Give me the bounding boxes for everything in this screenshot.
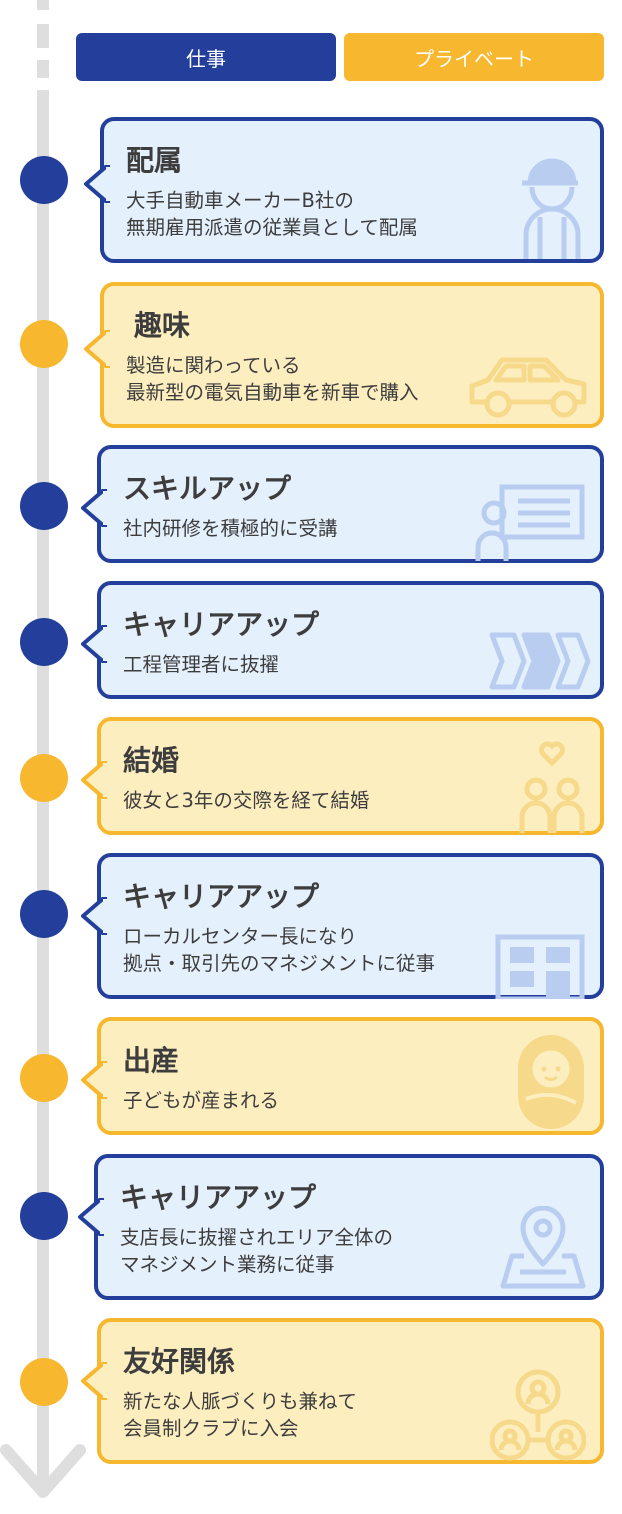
card-pointer bbox=[81, 489, 111, 527]
timeline-dot-work bbox=[20, 890, 68, 938]
timeline-dash bbox=[37, 24, 49, 48]
event-title: キャリアアップ bbox=[120, 1181, 317, 1214]
car-icon bbox=[469, 357, 587, 418]
timeline-arrow-icon bbox=[0, 1444, 86, 1498]
event-card-skill-up: スキルアップ 社内研修を積極的に受講 bbox=[81, 445, 604, 563]
timeline-dot-work bbox=[20, 618, 68, 666]
event-description: 子どもが産まれる bbox=[123, 1089, 280, 1112]
map-pin-icon bbox=[500, 1206, 586, 1289]
card-pointer bbox=[84, 165, 114, 203]
card-pointer bbox=[81, 625, 111, 663]
event-title: 趣味 bbox=[134, 309, 191, 342]
event-card-career-up-1: キャリアアップ 工程管理者に抜擢 bbox=[81, 581, 604, 699]
timeline-dash bbox=[37, 0, 49, 10]
timeline-dot-work bbox=[20, 1192, 68, 1240]
event-card-birth: 出産 子どもが産まれる bbox=[81, 1017, 604, 1135]
card-pointer bbox=[81, 1061, 111, 1099]
event-title: 友好関係 bbox=[123, 1345, 236, 1378]
card-pointer bbox=[81, 761, 111, 799]
network-people-icon bbox=[490, 1369, 586, 1461]
event-description: 大手自動車メーカーB社の 無期雇用派遣の従業員として配属 bbox=[126, 189, 418, 239]
event-description: ローカルセンター長になり 拠点・取引先のマネジメントに従事 bbox=[123, 925, 436, 975]
event-title: キャリアアップ bbox=[123, 880, 320, 913]
timeline-dot-work bbox=[20, 156, 68, 204]
timeline-dot-private bbox=[20, 1358, 68, 1406]
event-card-hobby: 趣味 製造に関わっている 最新型の電気自動車を新車で購入 bbox=[84, 282, 604, 428]
event-description: 製造に関わっている 最新型の電気自動車を新車で購入 bbox=[126, 354, 419, 404]
timeline-dot-private bbox=[20, 754, 68, 802]
card-pointer bbox=[84, 330, 114, 368]
event-title: キャリアアップ bbox=[123, 608, 320, 641]
event-title: 出産 bbox=[123, 1044, 180, 1077]
event-description: 支店長に抜擢されエリア全体の マネジメント業務に従事 bbox=[120, 1226, 394, 1276]
timeline-dot-work bbox=[20, 482, 68, 530]
process-arrows-icon bbox=[489, 632, 591, 690]
building-icon bbox=[495, 934, 585, 999]
timeline-dot-private bbox=[20, 1054, 68, 1102]
event-title: 配属 bbox=[126, 144, 183, 177]
card-pointer bbox=[81, 897, 111, 935]
couple-heart-icon bbox=[519, 741, 585, 833]
event-description: 工程管理者に抜擢 bbox=[123, 653, 280, 676]
training-board-icon bbox=[475, 484, 585, 561]
event-title: 結婚 bbox=[123, 744, 180, 777]
card-pointer bbox=[78, 1198, 108, 1236]
baby-icon bbox=[518, 1035, 584, 1129]
legend-private: プライベート bbox=[344, 33, 604, 81]
event-description: 彼女と3年の交際を経て結婚 bbox=[123, 789, 370, 812]
worker-cap-icon bbox=[522, 158, 581, 259]
event-title: スキルアップ bbox=[123, 472, 292, 505]
legend-work: 仕事 bbox=[76, 33, 336, 81]
event-card-marriage: 結婚 彼女と3年の交際を経て結婚 bbox=[81, 717, 604, 835]
event-description: 社内研修を積極的に受講 bbox=[123, 517, 338, 540]
card-pointer bbox=[81, 1362, 111, 1400]
event-card-friendship: 友好関係 新たな人脈づくりも兼ねて 会員制クラブに入会 bbox=[81, 1318, 604, 1464]
timeline-dash bbox=[37, 60, 49, 78]
event-description: 新たな人脈づくりも兼ねて 会員制クラブに入会 bbox=[123, 1390, 358, 1440]
event-card-career-up-3: キャリアアップ 支店長に抜擢されエリア全体の マネジメント業務に従事 bbox=[78, 1154, 604, 1300]
event-card-career-up-2: キャリアアップ ローカルセンター長になり 拠点・取引先のマネジメントに従事 bbox=[81, 853, 604, 999]
timeline-dot-private bbox=[20, 320, 68, 368]
event-card-assignment: 配属 大手自動車メーカーB社の 無期雇用派遣の従業員として配属 bbox=[84, 117, 604, 263]
